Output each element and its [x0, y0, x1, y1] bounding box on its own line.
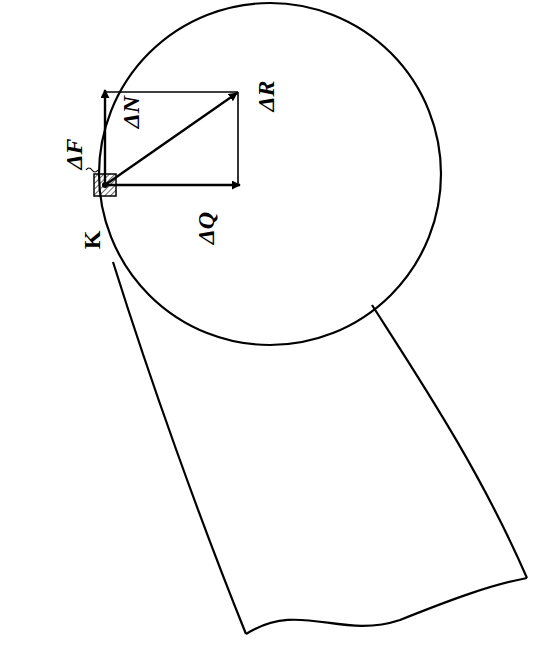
force-label: ΔN — [119, 96, 143, 128]
area-label: ΔF — [62, 138, 86, 169]
force-arrow — [105, 184, 240, 186]
parallelogram-line — [105, 91, 238, 93]
beam-cut-edge — [246, 578, 527, 634]
force-label: ΔR — [254, 80, 278, 111]
point-dot — [102, 182, 108, 188]
force-arrow — [105, 93, 237, 185]
point-label: K — [80, 231, 104, 250]
force-arrow — [104, 90, 106, 185]
force-label: ΔQ — [194, 212, 218, 244]
cross-section-circle — [99, 3, 441, 345]
leader-line — [86, 168, 98, 172]
parallelogram-line — [237, 92, 239, 185]
beam-body-outline — [372, 305, 527, 578]
